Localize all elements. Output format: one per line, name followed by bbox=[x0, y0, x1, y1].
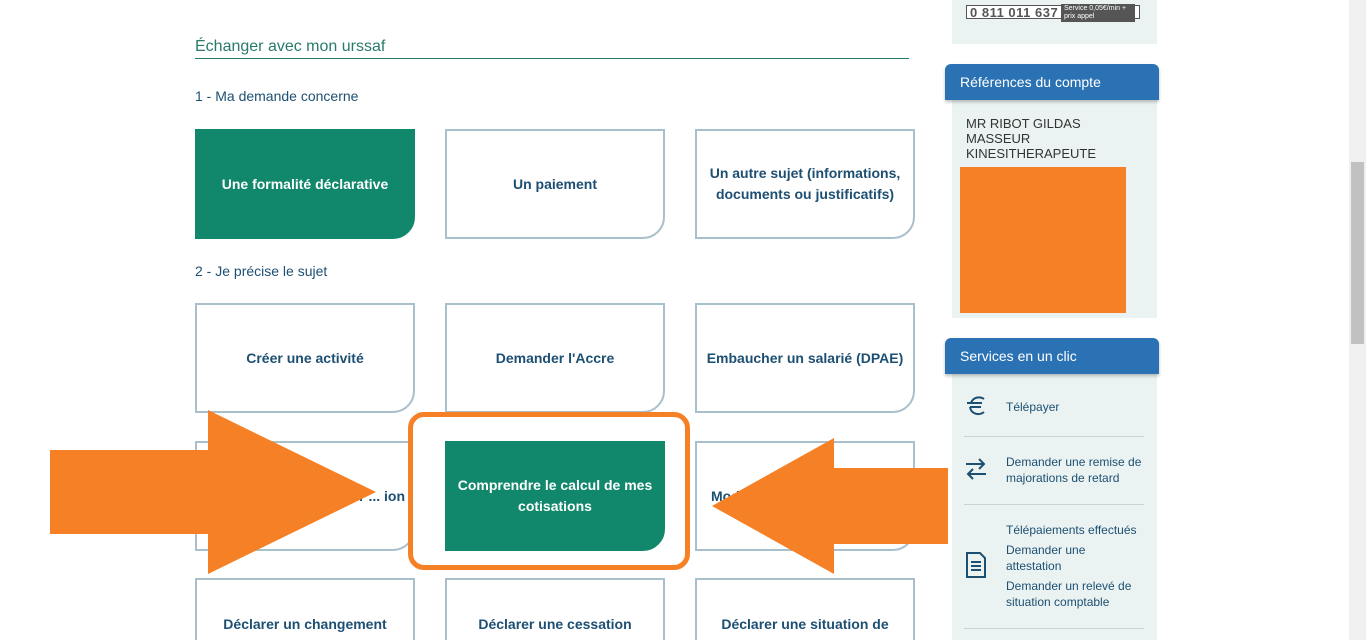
tile-embaucher-salarie[interactable]: Embaucher un salarié (DPAE) bbox=[695, 303, 915, 413]
exchange-arrows-icon bbox=[966, 458, 986, 480]
service-demander-attestation[interactable]: Demander une attestation bbox=[1006, 543, 1086, 573]
tile-declarer-changement[interactable]: Déclarer un changement bbox=[195, 578, 415, 640]
scrollbar-thumb[interactable] bbox=[1351, 162, 1364, 344]
page-title: Échanger avec mon urssaf bbox=[195, 38, 909, 59]
document-list-icon bbox=[966, 552, 986, 578]
tile-formalite-declarative[interactable]: Une formalité déclarative bbox=[195, 129, 415, 239]
service-telepaiements-effectues[interactable]: Télépaiements effectués bbox=[1006, 523, 1137, 537]
tile-declarer-cessation[interactable]: Déclarer une cessation bbox=[445, 578, 665, 640]
account-profession-2: KINESITHERAPEUTE bbox=[966, 146, 1097, 161]
right-pointing-arrow-icon bbox=[50, 410, 376, 574]
left-pointing-arrow-icon bbox=[712, 438, 948, 574]
tile-demander-accre[interactable]: Demander l'Accre bbox=[445, 303, 665, 413]
phone-number[interactable]: 0 811 011 637 bbox=[970, 5, 1059, 20]
account-name: MR RIBOT GILDAS bbox=[966, 116, 1081, 131]
service-separator bbox=[964, 436, 1144, 437]
phone-price-tag: Service 0,05€/min + prix appel bbox=[1061, 4, 1135, 22]
account-profession-1: MASSEUR bbox=[966, 131, 1031, 146]
services-panel-header: Services en un clic bbox=[945, 338, 1159, 374]
tile-comprendre-calcul-cotisations[interactable]: Comprendre le calcul de mes cotisations bbox=[445, 441, 665, 551]
service-remise-majorations[interactable]: Demander une remise de majorations de re… bbox=[1006, 455, 1142, 485]
account-panel-header: Références du compte bbox=[945, 64, 1159, 100]
tile-creer-activite[interactable]: Créer une activité bbox=[195, 303, 415, 413]
redacted-block bbox=[960, 167, 1126, 313]
services-panel bbox=[952, 370, 1157, 640]
tile-declarer-situation[interactable]: Déclarer une situation de bbox=[695, 578, 915, 640]
tile-autre-sujet[interactable]: Un autre sujet (informations, documents … bbox=[695, 129, 915, 239]
account-details: MR RIBOT GILDAS MASSEUR KINESITHERAPEUTE bbox=[966, 116, 1096, 161]
service-telepayer[interactable]: Télépayer bbox=[1006, 400, 1060, 414]
step-2-label: 2 - Je précise le sujet bbox=[195, 263, 328, 279]
service-separator bbox=[964, 628, 1144, 629]
service-separator bbox=[964, 504, 1144, 505]
euro-icon bbox=[967, 396, 985, 416]
step-1-label: 1 - Ma demande concerne bbox=[195, 88, 359, 104]
tile-paiement[interactable]: Un paiement bbox=[445, 129, 665, 239]
service-releve-situation[interactable]: Demander un relevé de situation comptabl… bbox=[1006, 579, 1132, 609]
